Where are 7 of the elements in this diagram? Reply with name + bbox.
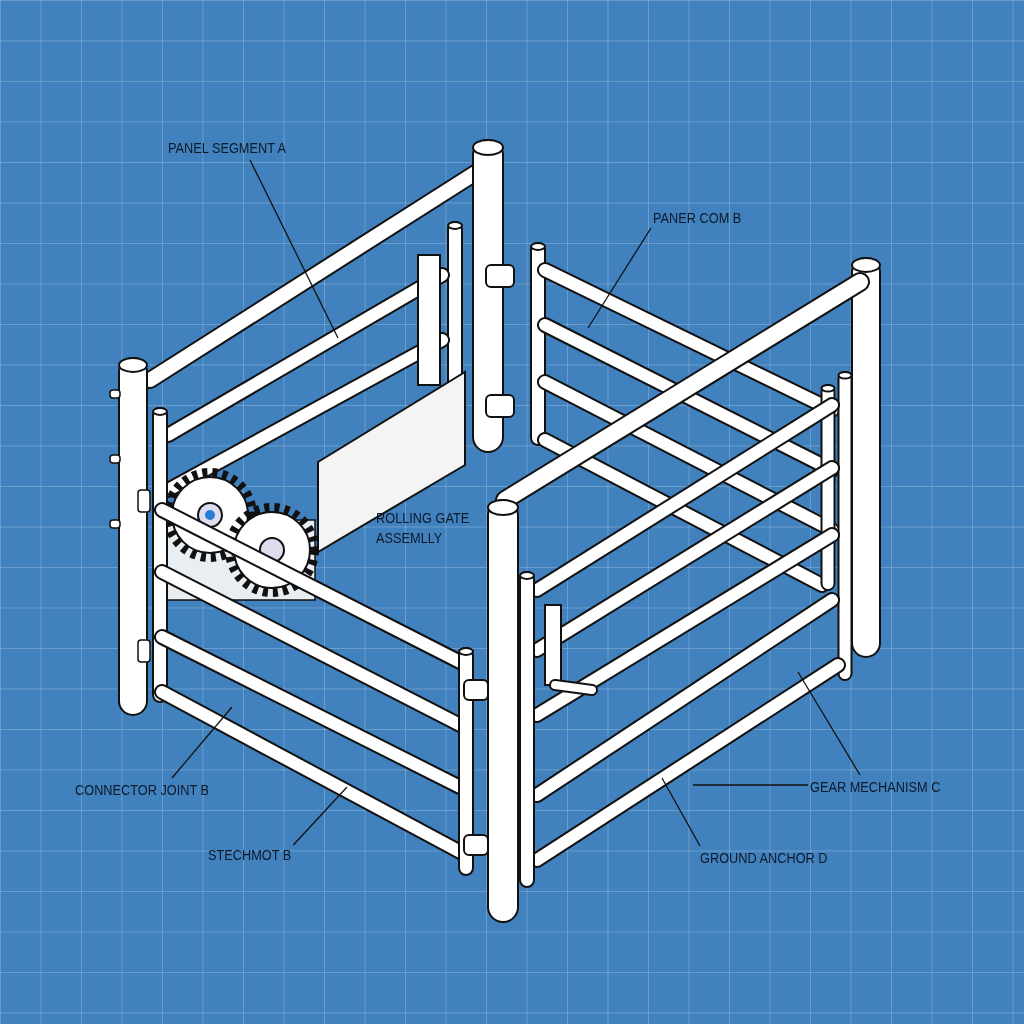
part-label: STECHMOT B xyxy=(208,845,292,865)
part-label: GROUND ANCHOR D xyxy=(700,848,828,868)
part-label: PANEL SEGMENT A xyxy=(168,138,287,158)
part-label: CONNECTOR JOINT B xyxy=(75,780,210,800)
part-label: ROLLING GATE ASSEMLLY xyxy=(376,508,471,548)
part-label: PANER COM B xyxy=(653,208,742,228)
part-label: GEAR MECHANISM C xyxy=(810,777,941,797)
